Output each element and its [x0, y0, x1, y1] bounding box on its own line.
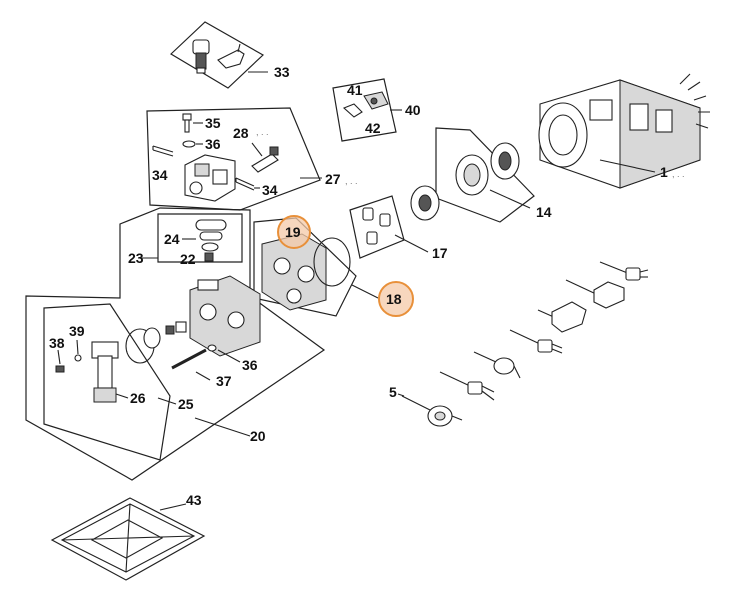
plug-variant-3 [537, 301, 587, 333]
callout-34-left[interactable]: 34 [152, 167, 168, 183]
plug-variant-7 [401, 395, 463, 427]
svg-text:, . .: , . . [672, 169, 685, 179]
callout-36-top[interactable]: 36 [205, 136, 221, 152]
callout-41[interactable]: 41 [347, 82, 363, 98]
group-box-14 [435, 127, 535, 223]
small-parts [125, 321, 187, 364]
group-18-19: 19 18 [253, 215, 414, 317]
callout-36-bottom[interactable]: 36 [242, 357, 258, 373]
valve-28-part [251, 146, 279, 173]
callout-19[interactable]: 19 [285, 224, 301, 240]
switch-contact-part [342, 91, 389, 118]
group-box-17 [349, 195, 405, 259]
group-17: 17 [349, 195, 448, 261]
callout-1[interactable]: 1 [660, 164, 668, 180]
valve-body-part [184, 154, 236, 202]
group-box-33 [170, 21, 265, 89]
callout-43[interactable]: 43 [186, 492, 202, 508]
callout-28[interactable]: 28 [233, 125, 249, 141]
callout-20[interactable]: 20 [250, 428, 266, 444]
callout-39[interactable]: 39 [69, 323, 85, 339]
group-27: 35 36 34 28 , . . 34 27 , . . [146, 107, 358, 211]
plug-variant-4 [509, 329, 563, 354]
group-14: 14 [435, 127, 552, 223]
group-box-23 [157, 213, 243, 263]
callout-18[interactable]: 18 [386, 291, 402, 307]
screw-38 [55, 365, 65, 373]
check-valve-22 [204, 252, 214, 262]
plug-variant-6 [439, 371, 495, 401]
decal-sheet-43 [50, 497, 206, 581]
callout-25[interactable]: 25 [178, 396, 194, 412]
plug-variant-2 [565, 279, 625, 309]
callout-37[interactable]: 37 [216, 373, 232, 389]
callout-38[interactable]: 38 [49, 335, 65, 351]
callout-42[interactable]: 42 [365, 120, 381, 136]
group-43: 43 [50, 492, 206, 581]
callout-5[interactable]: 5 [389, 384, 397, 400]
motor-assembly: 1 , . . [538, 73, 710, 189]
highlight-19 [277, 215, 311, 249]
valves-17 [362, 207, 391, 245]
highlight-18 [378, 281, 414, 317]
screw-35 [182, 113, 192, 133]
washer-39 [74, 354, 82, 362]
group-box-40 [332, 78, 397, 142]
callout-26[interactable]: 26 [130, 390, 146, 406]
o-ring-19 [313, 237, 351, 287]
group-box-25 [43, 303, 171, 461]
callout-22[interactable]: 22 [180, 251, 196, 267]
callout-33[interactable]: 33 [274, 64, 290, 80]
clip-34-right [235, 177, 255, 191]
callout-27[interactable]: 27 [325, 171, 341, 187]
power-plug-variants: 5 [389, 261, 649, 427]
pump-head-part [261, 233, 327, 311]
callout-14[interactable]: 14 [536, 204, 552, 220]
washer-36-lower [207, 344, 217, 352]
callout-23[interactable]: 23 [128, 250, 144, 266]
svg-text:, . .: , . . [256, 127, 269, 137]
callout-35[interactable]: 35 [205, 115, 221, 131]
pressure-switch-part [192, 39, 245, 74]
rod-37 [171, 348, 207, 370]
group-box-20 [25, 207, 326, 481]
callout-34-right[interactable]: 34 [262, 182, 278, 198]
svg-text:, . .: , . . [345, 176, 358, 186]
callout-17[interactable]: 17 [432, 245, 448, 261]
plug-variant-5 [473, 351, 521, 379]
clip-34-left [152, 145, 174, 157]
manifold-part [189, 275, 261, 357]
callout-24[interactable]: 24 [164, 231, 180, 247]
plug-variant-1 [599, 261, 649, 281]
washer-36 [182, 140, 196, 148]
seal-kit-24 [195, 219, 227, 252]
bypass-26-part [91, 341, 119, 403]
group-33: 33 [170, 21, 290, 89]
group-40: 40 41 42 [332, 78, 421, 142]
group-box-27 [146, 107, 321, 211]
callout-40[interactable]: 40 [405, 102, 421, 118]
